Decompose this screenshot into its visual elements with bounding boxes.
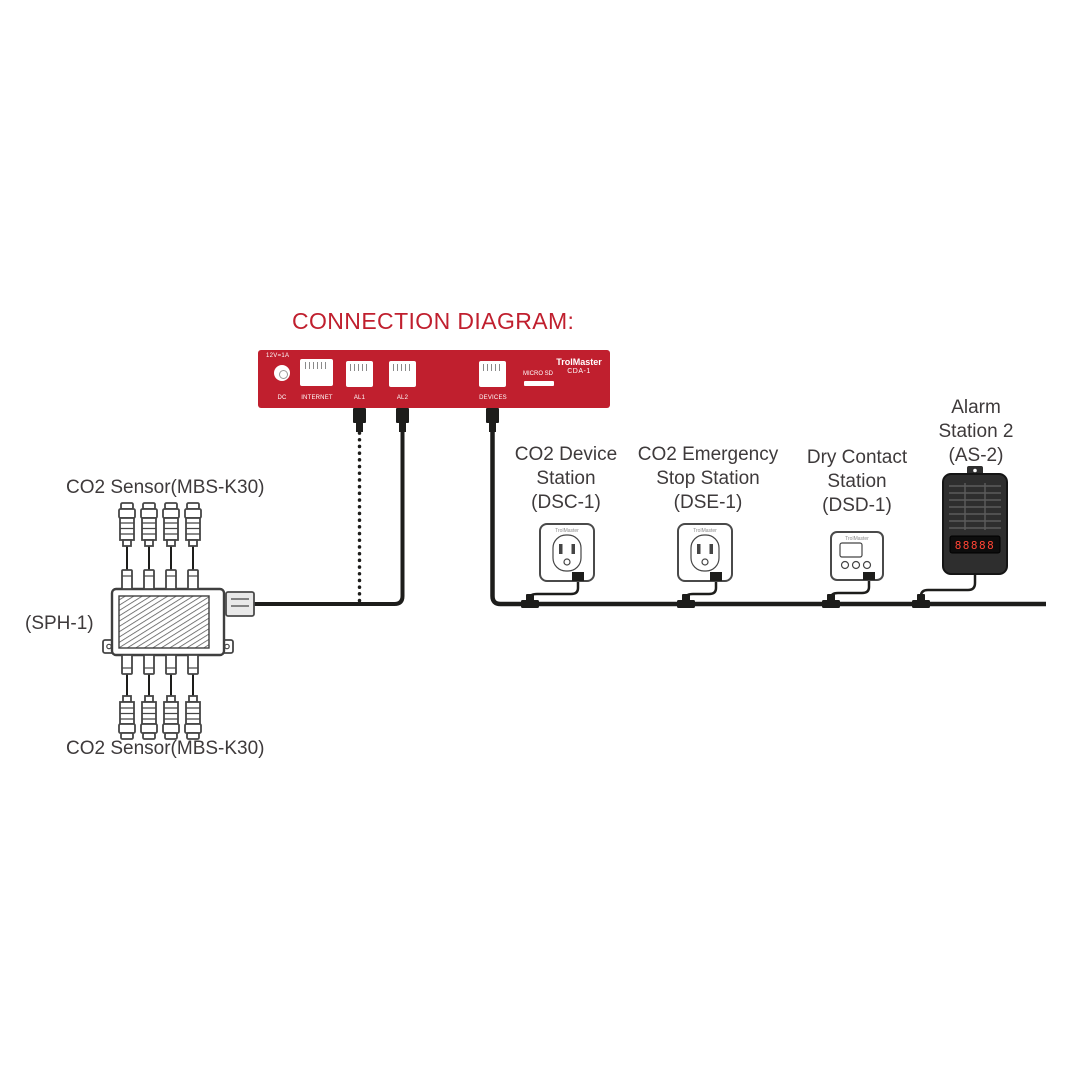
station-brand-text: TrolMaster bbox=[693, 528, 717, 534]
model-text: CDA-1 bbox=[567, 368, 591, 375]
station-port bbox=[572, 572, 584, 581]
station-port bbox=[710, 572, 722, 581]
drop-cable-dse1 bbox=[684, 581, 718, 600]
microsd-slot bbox=[524, 381, 554, 386]
al2-port bbox=[389, 361, 416, 387]
drop-cable-dsc1 bbox=[528, 581, 580, 600]
station-port bbox=[863, 572, 875, 580]
splitter-output-plug bbox=[225, 591, 255, 617]
brand-text: TrolMaster bbox=[556, 357, 602, 367]
dc-port-label: DC bbox=[277, 395, 287, 401]
main-bus-cable bbox=[490, 430, 1046, 607]
controller-cda1: 12V=1A DC INTERNET AL1 AL2 DEVICES MICRO… bbox=[258, 350, 610, 408]
station-label-dse1: CO2 Emergency Stop Station (DSE-1) bbox=[637, 444, 779, 513]
internet-port-label: INTERNET bbox=[301, 395, 333, 401]
co2-sensor-probe bbox=[162, 502, 180, 590]
station-brand-text: TrolMaster bbox=[845, 536, 869, 542]
al2-cable bbox=[254, 430, 405, 606]
co2-sensor-top-label: CO2 Sensor(MBS-K30) bbox=[66, 477, 265, 498]
diagram-title: CONNECTION DIAGRAM: bbox=[292, 308, 575, 334]
devices-port-label: DEVICES bbox=[479, 395, 507, 401]
al1-port-label: AL1 bbox=[353, 395, 366, 401]
al2-cable-plug bbox=[396, 408, 409, 432]
devices-cable-plug bbox=[486, 408, 499, 432]
station-brand-text: TrolMaster bbox=[555, 528, 579, 534]
co2-sensor-probe bbox=[184, 502, 202, 590]
co2-sensor-probe bbox=[140, 654, 158, 740]
drop-cable-as2 bbox=[919, 574, 977, 600]
co2-sensor-group-top bbox=[118, 502, 202, 590]
co2-sensor-probe bbox=[118, 502, 136, 590]
splitter-hub-sph1 bbox=[102, 587, 255, 657]
station-device-dsc1: TrolMaster bbox=[539, 523, 595, 582]
station-device-as2: 88888 bbox=[942, 466, 1008, 575]
power-rating-label: 12V=1A bbox=[266, 353, 290, 359]
station-label-dsc1: CO2 Device Station (DSC-1) bbox=[514, 444, 618, 513]
station-device-dse1: TrolMaster bbox=[677, 523, 733, 582]
splitter-label: (SPH-1) bbox=[25, 613, 94, 634]
internet-port bbox=[300, 359, 333, 386]
al1-cable-plug bbox=[353, 408, 366, 432]
alarm-display-digits: 88888 bbox=[955, 539, 996, 552]
devices-port bbox=[479, 361, 506, 387]
drop-cable-dsd1 bbox=[829, 580, 871, 600]
co2-sensor-probe bbox=[184, 654, 202, 740]
co2-sensor-probe bbox=[118, 654, 136, 740]
al1-port bbox=[346, 361, 373, 387]
al2-port-label: AL2 bbox=[396, 395, 409, 401]
co2-sensor-group-bottom bbox=[118, 654, 202, 740]
dc-port bbox=[274, 365, 290, 381]
microsd-label: MICRO SD bbox=[523, 371, 553, 377]
co2-sensor-bottom-label: CO2 Sensor(MBS-K30) bbox=[66, 738, 265, 759]
station-label-dsd1: Dry Contact Station (DSD-1) bbox=[806, 447, 908, 516]
co2-sensor-probe bbox=[140, 502, 158, 590]
station-device-dsd1: TrolMaster bbox=[830, 531, 884, 581]
co2-sensor-probe bbox=[162, 654, 180, 740]
station-label-as2: Alarm Station 2 (AS-2) bbox=[938, 397, 1014, 466]
